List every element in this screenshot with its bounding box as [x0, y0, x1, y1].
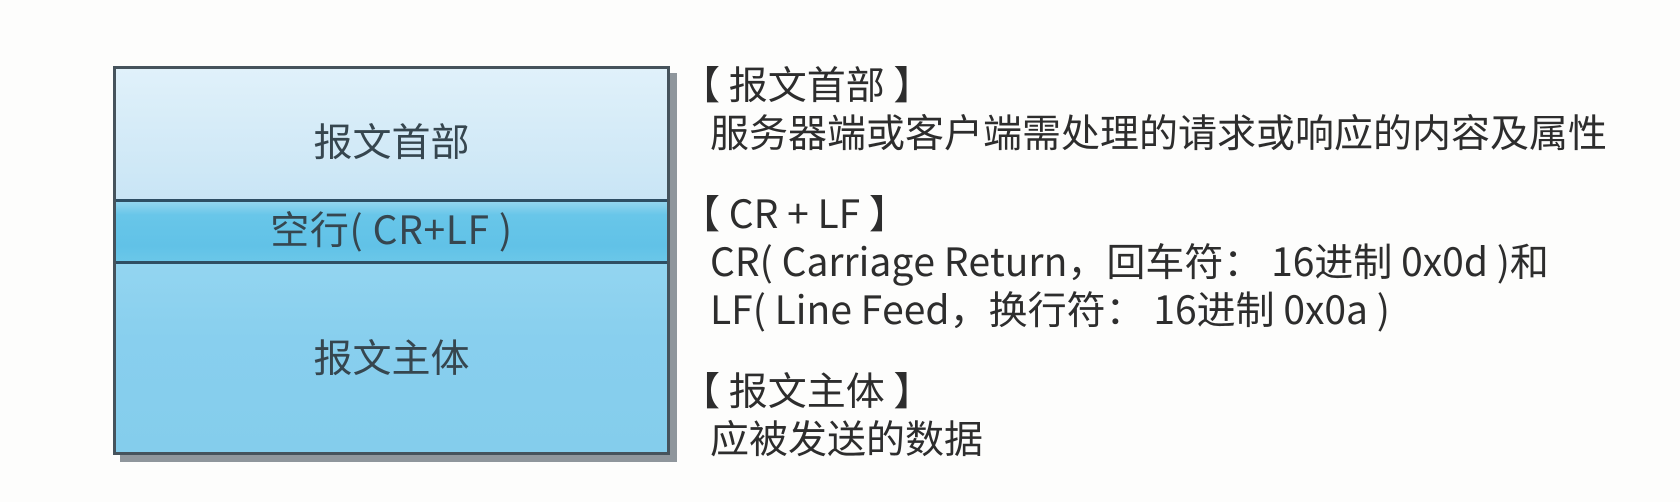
section-message-header-label: 报文首部: [313, 112, 470, 168]
section-message-header: 报文首部: [116, 69, 667, 199]
annotation-crlf: 【 CR + LF 】 CR( Carriage Return，回车符： 16进…: [681, 188, 1549, 336]
annotation-message-header-text: 服务器端或客户端需处理的请求或响应的内容及属性: [710, 103, 1608, 159]
section-message-body-label: 报文主体: [313, 328, 470, 384]
annotation-message-body-text: 应被发送的数据: [710, 409, 984, 465]
annotation-crlf-text-lf: LF( Line Feed，换行符： 16进制 0x0a ): [710, 280, 1390, 336]
section-blank-line-label: 空行( CR+LF ): [270, 199, 513, 256]
section-blank-line: 空行( CR+LF ): [116, 199, 667, 264]
section-message-body: 报文主体: [116, 264, 667, 452]
message-structure-box: 报文首部 空行( CR+LF ) 报文主体: [113, 66, 670, 455]
annotation-crlf-text-cr: CR( Carriage Return，回车符： 16进制 0x0d )和: [710, 232, 1549, 288]
annotation-message-body: 【 报文主体 】 应被发送的数据: [681, 365, 984, 465]
annotation-message-body-title: 【 报文主体 】: [681, 361, 933, 417]
annotation-message-header-title: 【 报文首部 】: [681, 55, 933, 111]
annotation-crlf-title: 【 CR + LF 】: [681, 184, 908, 240]
annotation-message-header: 【 报文首部 】 服务器端或客户端需处理的请求或响应的内容及属性: [681, 59, 1608, 159]
